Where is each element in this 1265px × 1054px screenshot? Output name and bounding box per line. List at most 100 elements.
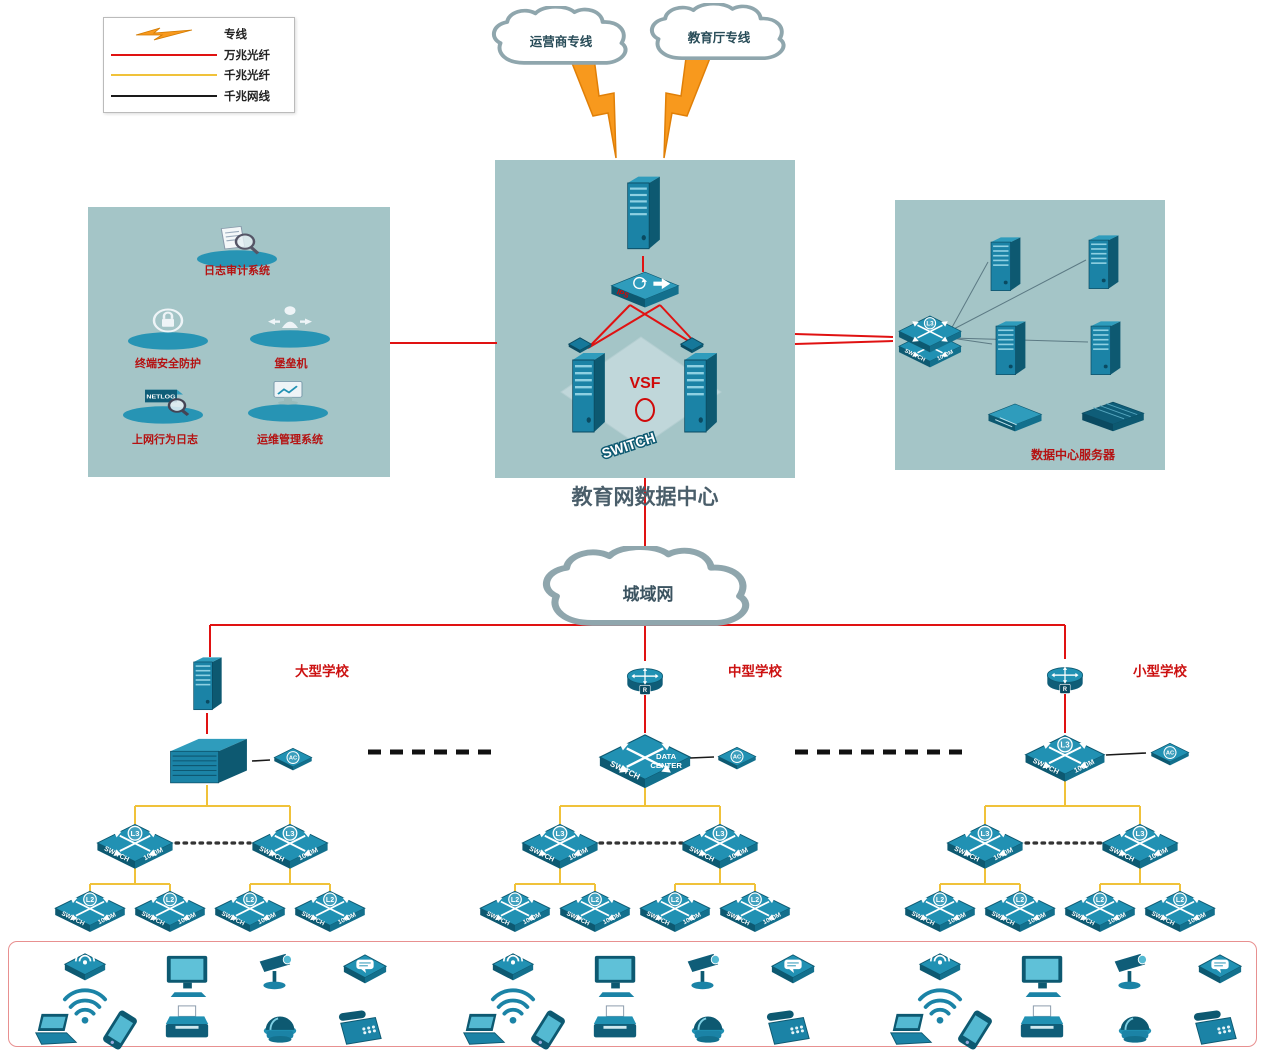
router-badge-text: R bbox=[643, 688, 648, 694]
smartphone-icon bbox=[526, 1006, 569, 1054]
ac-text: AC bbox=[733, 755, 741, 761]
red-line-icon bbox=[104, 53, 224, 56]
wifi-signal-icon bbox=[62, 986, 108, 1026]
ac-controller: AC bbox=[711, 737, 763, 774]
ops-mgmt-label: 运维管理系统 bbox=[257, 434, 323, 446]
ips-device: IPS bbox=[603, 268, 687, 313]
cctv-camera-icon bbox=[684, 950, 732, 994]
cloud-operator-link: 运营商专线 bbox=[487, 6, 635, 74]
switch-layer-text: L2 bbox=[1176, 897, 1184, 904]
cloud-education-link: 教育厅专线 bbox=[645, 3, 793, 69]
switch-layer-text: L2 bbox=[511, 897, 519, 904]
datacenter-title: 教育网数据中心 bbox=[571, 485, 719, 509]
router-badge-text: R bbox=[1063, 687, 1068, 693]
cloud-man-label: 城域网 bbox=[622, 584, 674, 604]
school-medium-label: 中型学校 bbox=[728, 664, 782, 679]
dome-camera-icon bbox=[1114, 1008, 1156, 1046]
switch-layer-text: L3 bbox=[1060, 741, 1070, 750]
cloud-education-label: 教育厅专线 bbox=[687, 30, 751, 45]
black-line-icon bbox=[104, 95, 224, 98]
farm-server bbox=[989, 318, 1031, 380]
cctv-camera-icon bbox=[256, 950, 304, 994]
switch-text: CENTER bbox=[650, 761, 682, 770]
switch-layer-text: L3 bbox=[131, 829, 140, 838]
ops-mgmt-icon bbox=[240, 372, 336, 424]
switch-layer-text: L2 bbox=[1096, 897, 1104, 904]
chat-tile-icon bbox=[769, 952, 817, 992]
switch-layer-text: L2 bbox=[591, 897, 599, 904]
farm-server bbox=[1084, 318, 1126, 380]
netlog-icon: NETLOG bbox=[115, 374, 211, 426]
switch-layer-text: L2 bbox=[936, 897, 944, 904]
laptop-icon bbox=[458, 1012, 510, 1048]
legend-row-1g-fiber: 千兆光纤 bbox=[104, 67, 294, 83]
core-server-right bbox=[677, 348, 723, 440]
wlan-ap-icon bbox=[918, 950, 962, 988]
legend-label: 千兆网线 bbox=[224, 91, 270, 104]
log-audit-label: 日志审计系统 bbox=[204, 265, 270, 277]
cloud-shape bbox=[649, 3, 786, 60]
printer-icon bbox=[162, 1004, 212, 1044]
switch-layer-text: L2 bbox=[671, 897, 679, 904]
chat-tile-icon bbox=[341, 952, 389, 992]
lightning-bolt bbox=[663, 57, 712, 159]
switch-layer-text: L3 bbox=[716, 829, 725, 838]
school-large-label: 大型学校 bbox=[295, 664, 349, 679]
log-audit-icon bbox=[189, 218, 285, 270]
server-farm-caption: 数据中心服务器 bbox=[1030, 448, 1115, 462]
desk-phone-icon bbox=[335, 1008, 385, 1048]
school-edge-device bbox=[187, 654, 227, 715]
legend-label: 万兆光纤 bbox=[224, 49, 270, 62]
switch-layer-text: L2 bbox=[166, 897, 174, 904]
legend: 专线 万兆光纤 千兆光纤 千兆网线 bbox=[103, 17, 295, 113]
desktop-pc-icon bbox=[163, 954, 213, 998]
switch-layer-text: L3 bbox=[1136, 829, 1145, 838]
vsf-text: VSF bbox=[629, 375, 660, 392]
core-server-left bbox=[565, 348, 611, 440]
cctv-camera-icon bbox=[1111, 950, 1159, 994]
mini-switch-badge bbox=[567, 336, 593, 354]
switch-layer-text: L2 bbox=[326, 897, 334, 904]
netlog-label: 上网行为日志 bbox=[132, 434, 198, 446]
end-device-area bbox=[8, 941, 1257, 1047]
switch-text: DATA bbox=[656, 752, 677, 761]
mini-switch-badge bbox=[679, 336, 705, 354]
switch-layer-text: L2 bbox=[86, 897, 94, 904]
wifi-signal-icon bbox=[917, 986, 963, 1026]
ac-controller: AC bbox=[267, 738, 319, 775]
ac-text: AC bbox=[1166, 751, 1174, 757]
legend-label: 千兆光纤 bbox=[224, 70, 270, 83]
bastion-icon bbox=[242, 298, 338, 350]
desktop-pc-icon bbox=[1018, 954, 1068, 998]
chat-tile-icon bbox=[1196, 952, 1244, 992]
switch-layer-text: L3 bbox=[556, 829, 565, 838]
farm-switch-top: L3 bbox=[897, 314, 963, 355]
dome-camera-icon bbox=[259, 1008, 301, 1046]
wifi-signal-icon bbox=[490, 986, 536, 1026]
ac-controller: AC bbox=[1144, 733, 1196, 770]
farm-server bbox=[1082, 232, 1124, 294]
firewall-device bbox=[620, 172, 666, 256]
wlan-ap-icon bbox=[63, 950, 107, 988]
cloud-operator-label: 运营商专线 bbox=[529, 34, 593, 49]
school-router: R bbox=[1039, 659, 1091, 697]
legend-label: 专线 bbox=[224, 28, 247, 41]
cloud-man: 城域网 bbox=[536, 546, 760, 638]
terminal-protect-icon bbox=[120, 300, 216, 352]
switch-layer-text: L3 bbox=[926, 321, 934, 328]
terminal-protect-label: 终端安全防护 bbox=[135, 358, 201, 370]
legend-row-1g-copper: 千兆网线 bbox=[104, 88, 294, 104]
school-core-chassis bbox=[162, 732, 254, 787]
switch-layer-text: L2 bbox=[246, 897, 254, 904]
